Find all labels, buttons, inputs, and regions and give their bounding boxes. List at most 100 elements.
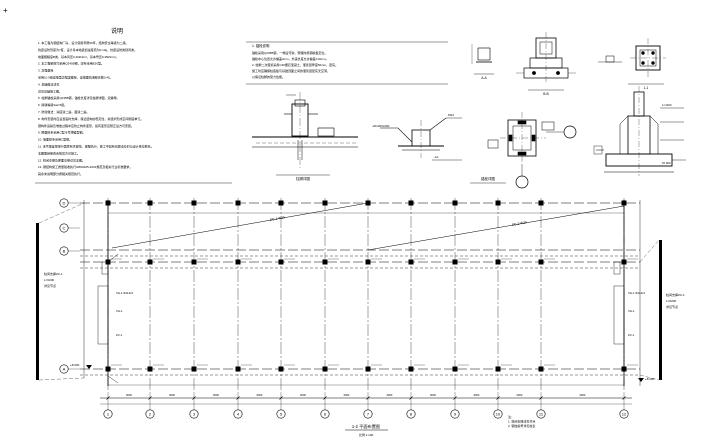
note-right-line: 2. 柱脚二次灌浆采用C30细石混凝土，灌浆层厚度50mm，密实。 [252, 62, 338, 67]
section-a-detail: A-A [471, 44, 494, 80]
note-line: 抗震设防烈度为7度，设计基本地震加速度值为0.10g，抗震设防类别丙类。 [38, 47, 137, 52]
steel-column [278, 366, 284, 372]
dim-text: 6000 [257, 393, 263, 397]
steel-column [538, 259, 544, 265]
note-line: 11. 未尽事宜按现行国家有关规范、规程执行，施工中如有问题请及时与设计单位联系… [38, 144, 154, 149]
steel-column [147, 259, 153, 265]
steel-column [191, 259, 197, 265]
dim-tick [236, 396, 240, 400]
foundation-dim-1: L=1200 [662, 103, 672, 107]
left-inner-label: XG-1 [116, 309, 123, 313]
axis-letter: D [63, 201, 66, 206]
notes-block: 说明 1. 本工程为钢结构厂房，设计使用年限50年，结构安全等级为二级。 抗震设… [35, 27, 232, 184]
axis-letter: C [63, 226, 66, 231]
steel-column [408, 200, 414, 206]
dim-tick [106, 396, 110, 400]
right-note-line: 柱间支撑ZC-1 [666, 292, 685, 297]
steel-column [495, 366, 501, 372]
steel-column [147, 366, 153, 372]
note-line: 2. 本工程钢材均采用Q345B钢，焊条采用E50型。 [38, 61, 104, 66]
axis-number: 8 [410, 412, 413, 417]
dim-text: 6000 [474, 393, 480, 397]
dim-tick [453, 396, 457, 400]
right-inner-label: ZC-1 [628, 333, 635, 337]
axis-number: 5 [280, 412, 283, 417]
steel-column [495, 259, 501, 265]
axis-number: 3 [193, 412, 196, 417]
diagonal-label-1: SC-1 Φ20 [269, 215, 285, 222]
dim-tick [192, 396, 196, 400]
dim-tick [148, 396, 152, 400]
right-note-line: L=6200 [666, 299, 676, 303]
note-right-line: 以保证柱脚的受力性能。 [252, 74, 285, 79]
anchor-detail: -20x200x200 M24 -10 [372, 113, 462, 161]
axis-letter: B [63, 249, 66, 254]
dim-tick [279, 396, 283, 400]
note-line: 6. 除锈等级Sa2.5级。 [38, 102, 67, 107]
steel-column [322, 200, 328, 206]
steel-column [365, 200, 371, 206]
steel-column [452, 366, 458, 372]
anchor-dim-1: -20x200x200 [372, 124, 390, 128]
axis-number: 2 [149, 412, 152, 417]
dim-tick [409, 396, 413, 400]
note-line: 10. 墙面檩条采用C型钢。 [38, 137, 72, 142]
steel-column [278, 200, 284, 206]
steel-column [147, 200, 153, 206]
dim-text: 6000 [387, 393, 393, 397]
axis-number: 6 [324, 412, 327, 417]
axis-number: 7 [367, 412, 370, 417]
column-base-label: 柱脚详图 [296, 176, 310, 181]
notes-right-heading: 1. 锚栓说明 [252, 43, 270, 48]
axis-number: 10 [496, 412, 501, 417]
anchor-label: 锚栓详图 [481, 176, 495, 181]
dim-text: 6000 [213, 393, 219, 397]
left-note-line: 柱间支撑ZC-1 [44, 271, 63, 276]
axis-number: 4 [237, 412, 240, 417]
right-inner-label: XG-1 Φ114x4 [628, 291, 645, 295]
axis-number: 9 [454, 412, 457, 417]
dim-text: 6000 [300, 393, 306, 397]
bottom-note-line: 1. 柱间支撑详见节点 [508, 419, 535, 424]
section-b-label: B-B [543, 92, 549, 96]
dim-text: 6000 [126, 393, 132, 397]
elevation-right: +8.000 [645, 377, 655, 381]
plan-subtitle: 比例 1:100 [359, 432, 374, 437]
dim-text: 6000 [580, 393, 586, 397]
base-plate-detail: 锚栓详图 [470, 112, 577, 189]
dim-tick [366, 396, 370, 400]
steel-column [365, 366, 371, 372]
anchor-dim-2: M24 [448, 113, 454, 117]
steel-column [408, 259, 414, 265]
right-note-line: 详见节点 [666, 304, 678, 309]
diagonal-label-2: SC-2 Φ20 [511, 220, 527, 227]
right-inner-label: XG-1 [628, 309, 635, 313]
column-base-detail: 柱脚详图 [252, 92, 358, 181]
steel-column [452, 200, 458, 206]
note-line: 1. 本工程为钢结构厂房，设计使用年限50年，结构安全等级为二级。 [38, 40, 129, 45]
anchor-dim-3: -10 [434, 155, 439, 159]
note-line: 钢构件运输及堆放过程中应防止构件变形，如有变形应矫正后方可安装。 [38, 123, 134, 128]
steel-column [322, 366, 328, 372]
left-note-line: L=6200 [44, 278, 54, 282]
note-line: 地面粗糙度B类，基本风压0.40kN/m²，基本雪压0.45kN/m²。 [38, 54, 119, 59]
bottom-note-line: 注： [508, 414, 514, 419]
note-line: 本图需经审查合格后方可施工。 [38, 150, 80, 155]
corner-mark: + [3, 6, 8, 15]
axis-number: 11 [539, 412, 544, 417]
note-line: 12. 柱间支撑及屋面支撑详见本图。 [38, 157, 85, 162]
steel-column [278, 259, 284, 265]
steel-column [322, 259, 328, 265]
section-b-detail: B-B [516, 32, 576, 96]
left-inner-label: XG-1 Φ114x4 [116, 291, 133, 295]
steel-column [408, 366, 414, 372]
note-line: 详见基础施工图。 [38, 88, 62, 93]
steel-column [538, 366, 544, 372]
left-inner-label: ZC-1 [116, 333, 123, 337]
dim-text: 6000 [517, 393, 523, 397]
note-line: 4. 基础做法详见 [38, 81, 59, 86]
axis-letter: A [63, 367, 66, 372]
steel-column [191, 200, 197, 206]
